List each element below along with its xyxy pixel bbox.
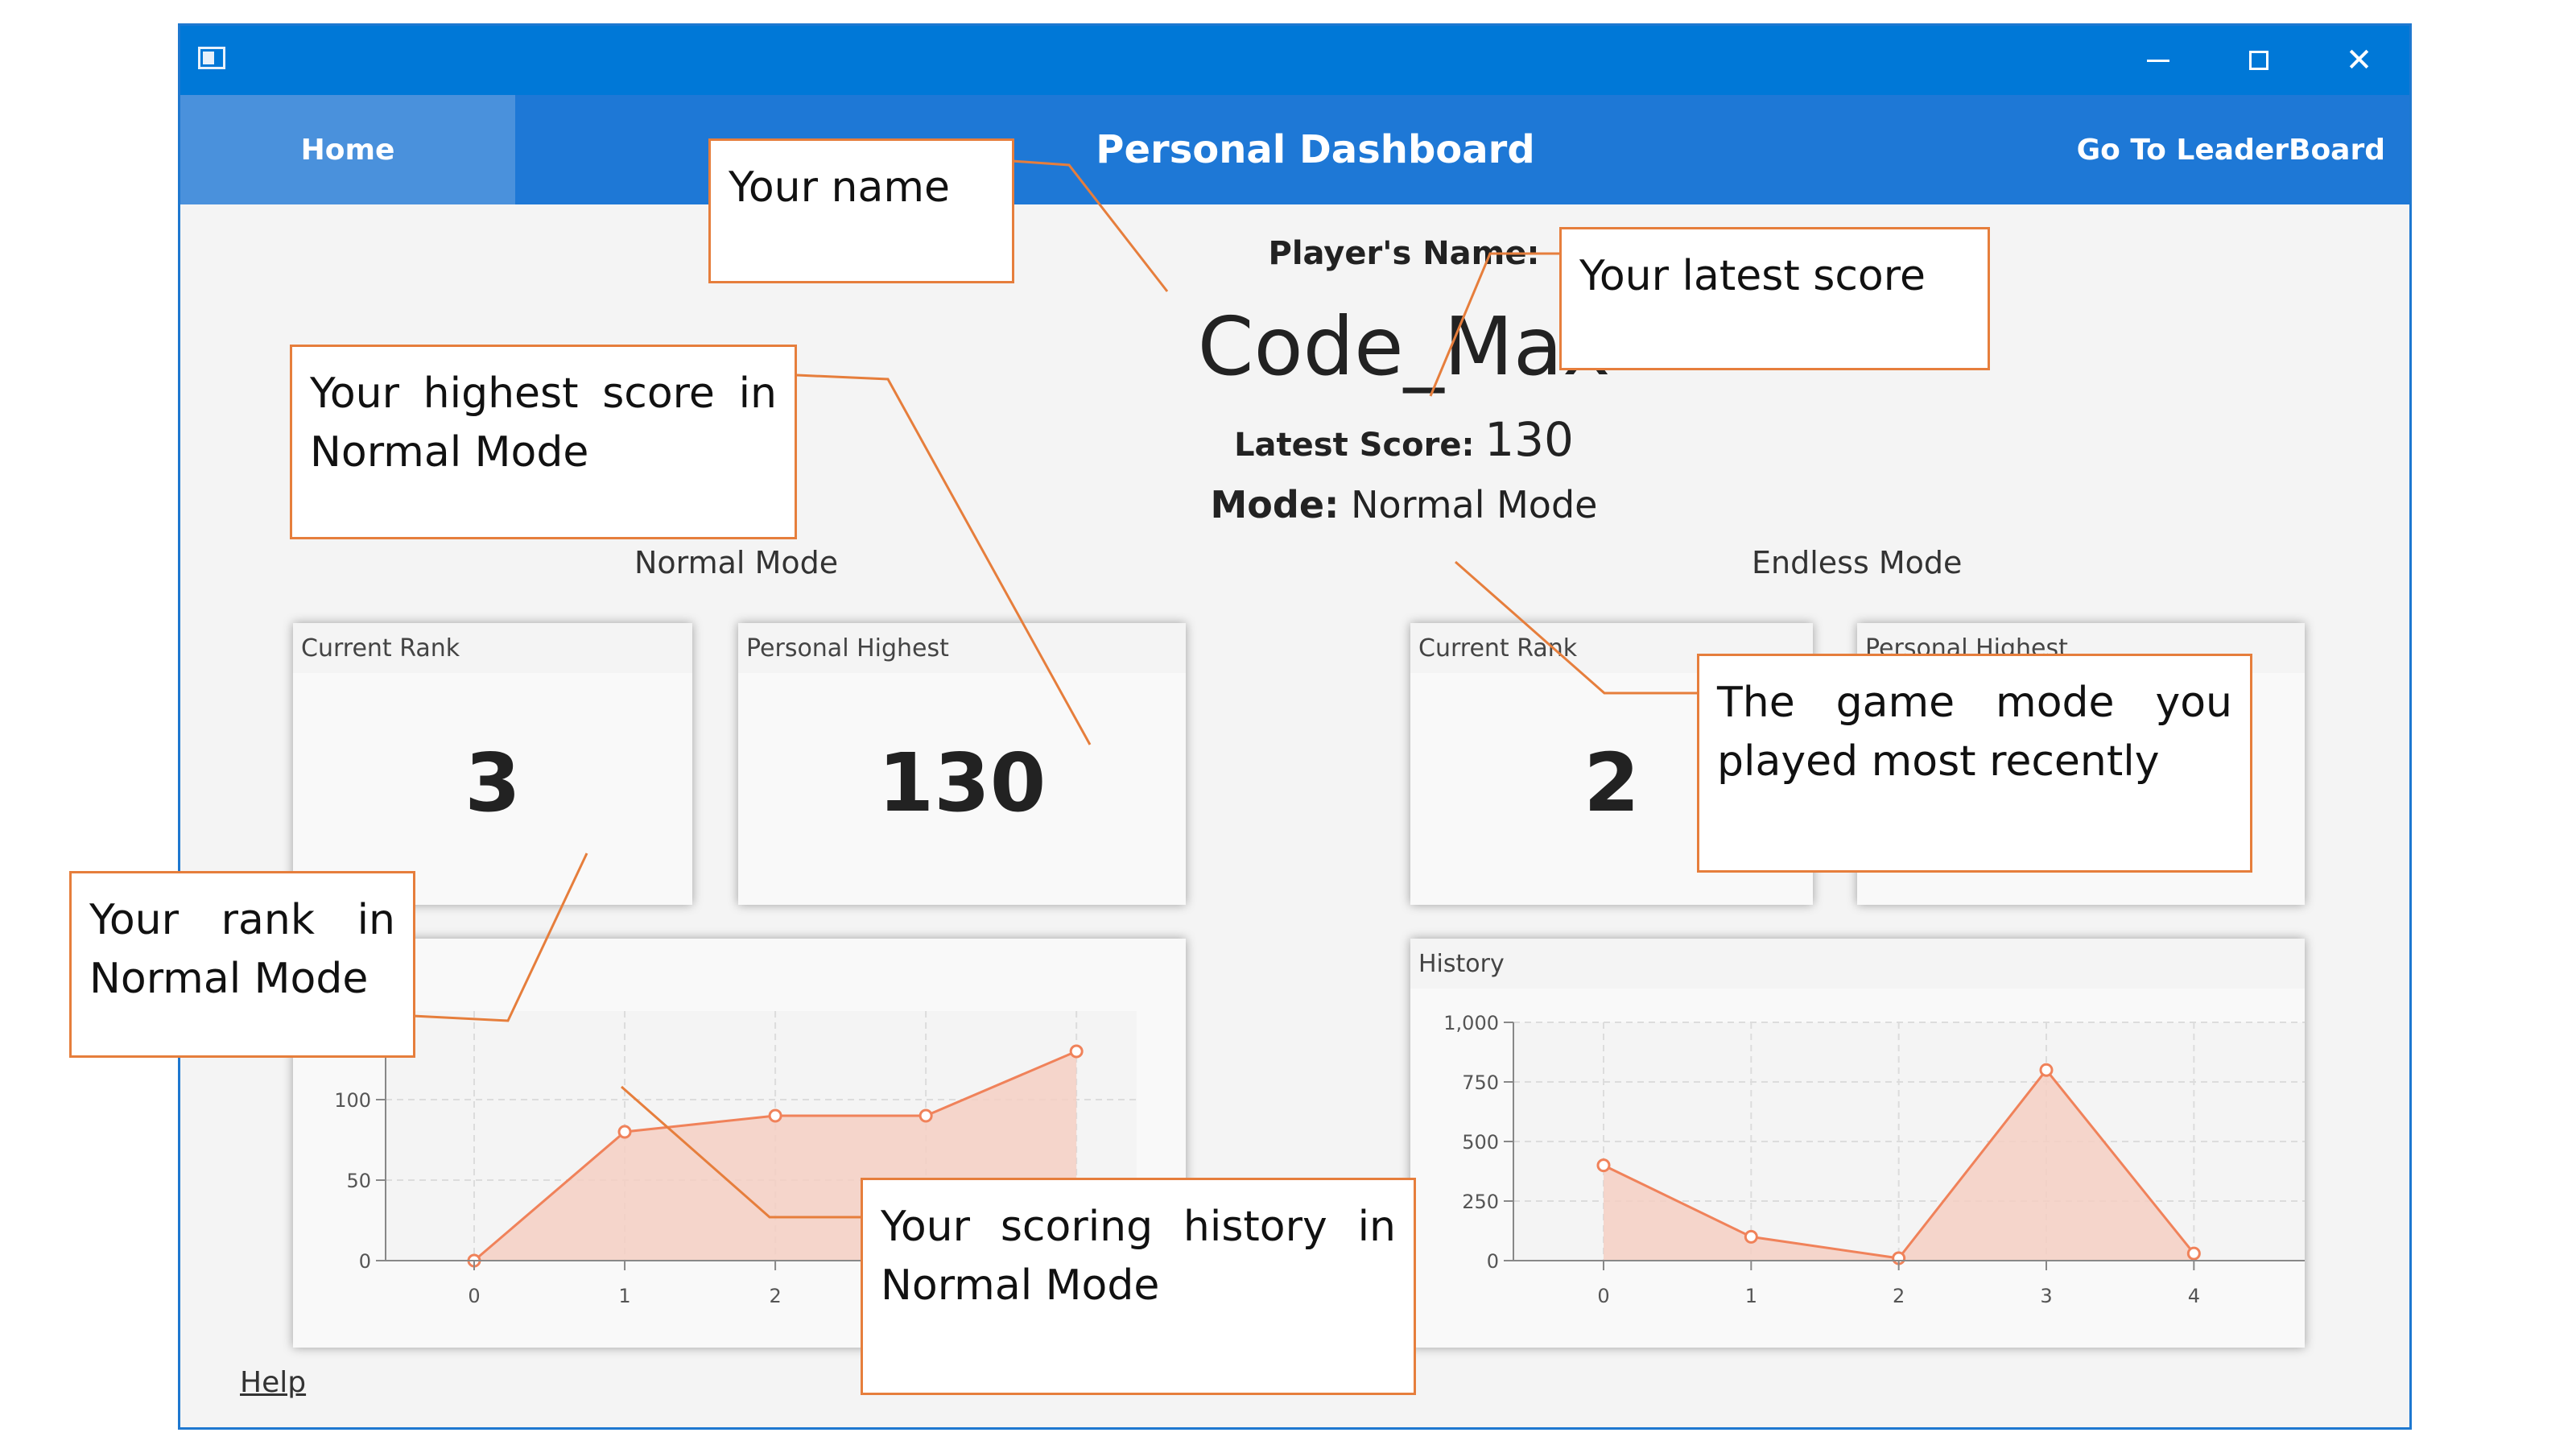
x-tick-label: 2: [769, 1285, 781, 1307]
maximize-icon: [2248, 51, 2268, 70]
normal-mode-title: Normal Mode: [634, 545, 839, 580]
callout-mode: The game mode you played most recently: [1697, 654, 2252, 873]
callout-history: Your scoring history in Normal Mode: [861, 1178, 1416, 1395]
y-tick-label: 250: [1462, 1191, 1499, 1213]
help-link[interactable]: Help: [240, 1366, 307, 1399]
data-point: [1596, 1158, 1611, 1173]
y-tick-label: 500: [1462, 1131, 1499, 1154]
y-tick-label: 750: [1462, 1071, 1499, 1094]
callout-rank: Your rank in Normal Mode: [69, 871, 415, 1058]
data-point: [1744, 1229, 1758, 1244]
data-point: [2039, 1063, 2054, 1077]
mode-line: Mode: Normal Mode: [1082, 483, 1726, 526]
latest-score-label: Latest Score:: [1234, 427, 1475, 464]
normal-rank-label: Current Rank: [293, 623, 692, 673]
home-tab[interactable]: Home: [180, 95, 515, 204]
x-tick-label: 4: [2188, 1285, 2200, 1307]
callout-name: Your name: [708, 138, 1014, 283]
series-area: [1604, 1070, 2194, 1261]
endless-history-label: History: [1410, 939, 2305, 989]
data-point: [617, 1125, 632, 1139]
page-title: Personal Dashboard: [1096, 127, 1535, 172]
normal-rank-card: Current Rank 3: [293, 623, 692, 905]
endless-history-card: History 0 250 500 750 1,000 0 1 2 3 4: [1410, 939, 2305, 1348]
close-button[interactable]: ✕: [2309, 26, 2409, 95]
normal-highest-card: Personal Highest 130: [738, 623, 1186, 905]
y-tick-label: 100: [334, 1089, 371, 1112]
y-tick-label: 0: [1487, 1250, 1499, 1273]
x-tick-label: 0: [1597, 1285, 1609, 1307]
mode-label: Mode:: [1210, 483, 1340, 526]
minimize-button[interactable]: [2107, 26, 2208, 95]
x-tick-label: 3: [2040, 1285, 2052, 1307]
normal-highest-value: 130: [877, 736, 1046, 830]
title-bar: ✕: [180, 26, 2409, 95]
data-point: [919, 1108, 933, 1123]
data-point: [768, 1108, 782, 1123]
maximize-button[interactable]: [2208, 26, 2309, 95]
leaderboard-link[interactable]: Go To LeaderBoard: [2076, 133, 2385, 167]
endless-mode-title: Endless Mode: [1752, 545, 1963, 580]
normal-highest-label: Personal Highest: [738, 623, 1186, 673]
endless-rank-value: 2: [1583, 736, 1640, 830]
x-tick-label: 2: [1893, 1285, 1905, 1307]
y-tick-label: 50: [346, 1170, 371, 1192]
y-tick-label: 1,000: [1443, 1012, 1499, 1034]
mode-value: Normal Mode: [1351, 483, 1598, 526]
callout-latest: Your latest score: [1559, 227, 1990, 370]
data-point: [2186, 1246, 2201, 1261]
y-tick-label: 0: [359, 1250, 371, 1273]
nav-bar: Home Personal Dashboard Go To LeaderBoar…: [180, 95, 2409, 204]
x-tick-label: 1: [618, 1285, 630, 1307]
minimize-icon: [2146, 59, 2169, 62]
app-icon: [198, 47, 225, 69]
x-tick-label: 0: [468, 1285, 480, 1307]
endless-history-chart: 0 250 500 750 1,000 0 1 2 3 4: [1443, 1012, 2305, 1307]
x-tick-label: 1: [1745, 1285, 1757, 1307]
latest-score: Latest Score: 130: [1082, 412, 1726, 467]
callout-highest: Your highest score in Normal Mode: [290, 345, 797, 539]
latest-score-value: 130: [1484, 412, 1574, 467]
data-point: [1069, 1044, 1084, 1059]
close-icon: ✕: [2345, 42, 2373, 79]
normal-rank-value: 3: [464, 736, 521, 830]
